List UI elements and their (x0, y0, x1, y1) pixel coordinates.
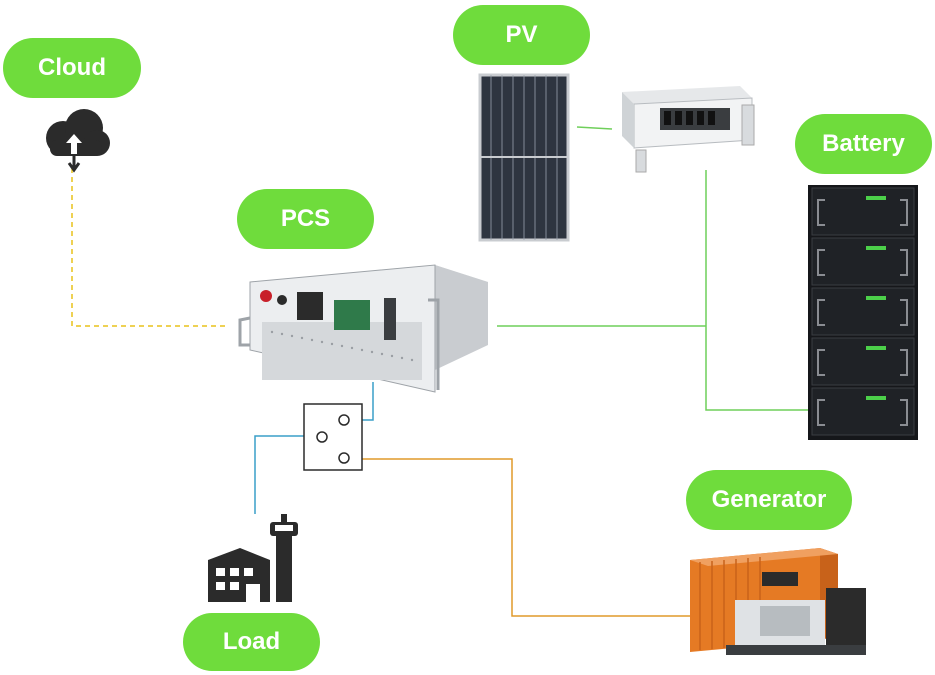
building-icon (208, 514, 298, 602)
pv-controller-icon (622, 86, 755, 173)
pv-to-controller-line (576, 126, 613, 130)
cloud-label: Cloud (3, 38, 141, 98)
load-label: Load (183, 613, 320, 671)
switch-icon (303, 403, 363, 471)
battery-label: Battery (795, 114, 932, 174)
cloud-upload-icon (46, 109, 110, 173)
controller-to-battery-line (705, 170, 808, 411)
generator-label: Generator (686, 470, 852, 530)
pv-label: PV (453, 5, 590, 65)
generator-icon (690, 548, 866, 655)
solar-panel-icon (478, 73, 570, 242)
cloud-to-pcs-line (71, 168, 228, 327)
switch-to-load-line (254, 435, 318, 514)
pcs-unit-icon (238, 264, 488, 393)
switch-to-generator-line (362, 458, 690, 617)
pcs-label: PCS (237, 189, 374, 249)
battery-rack-icon (808, 185, 918, 440)
